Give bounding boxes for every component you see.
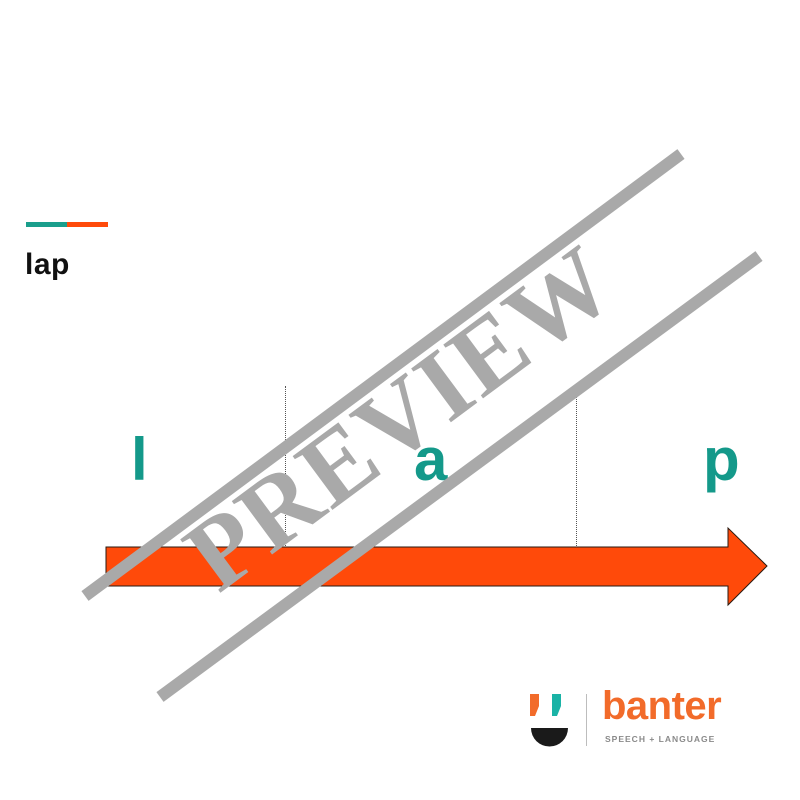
target-word: lap <box>25 248 70 281</box>
accent-bar-teal-segment <box>26 222 67 227</box>
banter-logo: banter SPEECH + LANGUAGE <box>528 686 758 750</box>
blending-arrow-shape <box>105 526 768 607</box>
banter-quote-icon <box>530 694 568 747</box>
logo-tagline: SPEECH + LANGUAGE <box>605 734 716 744</box>
logo-separator <box>586 694 587 746</box>
logo-wordmark: banter <box>602 684 722 728</box>
